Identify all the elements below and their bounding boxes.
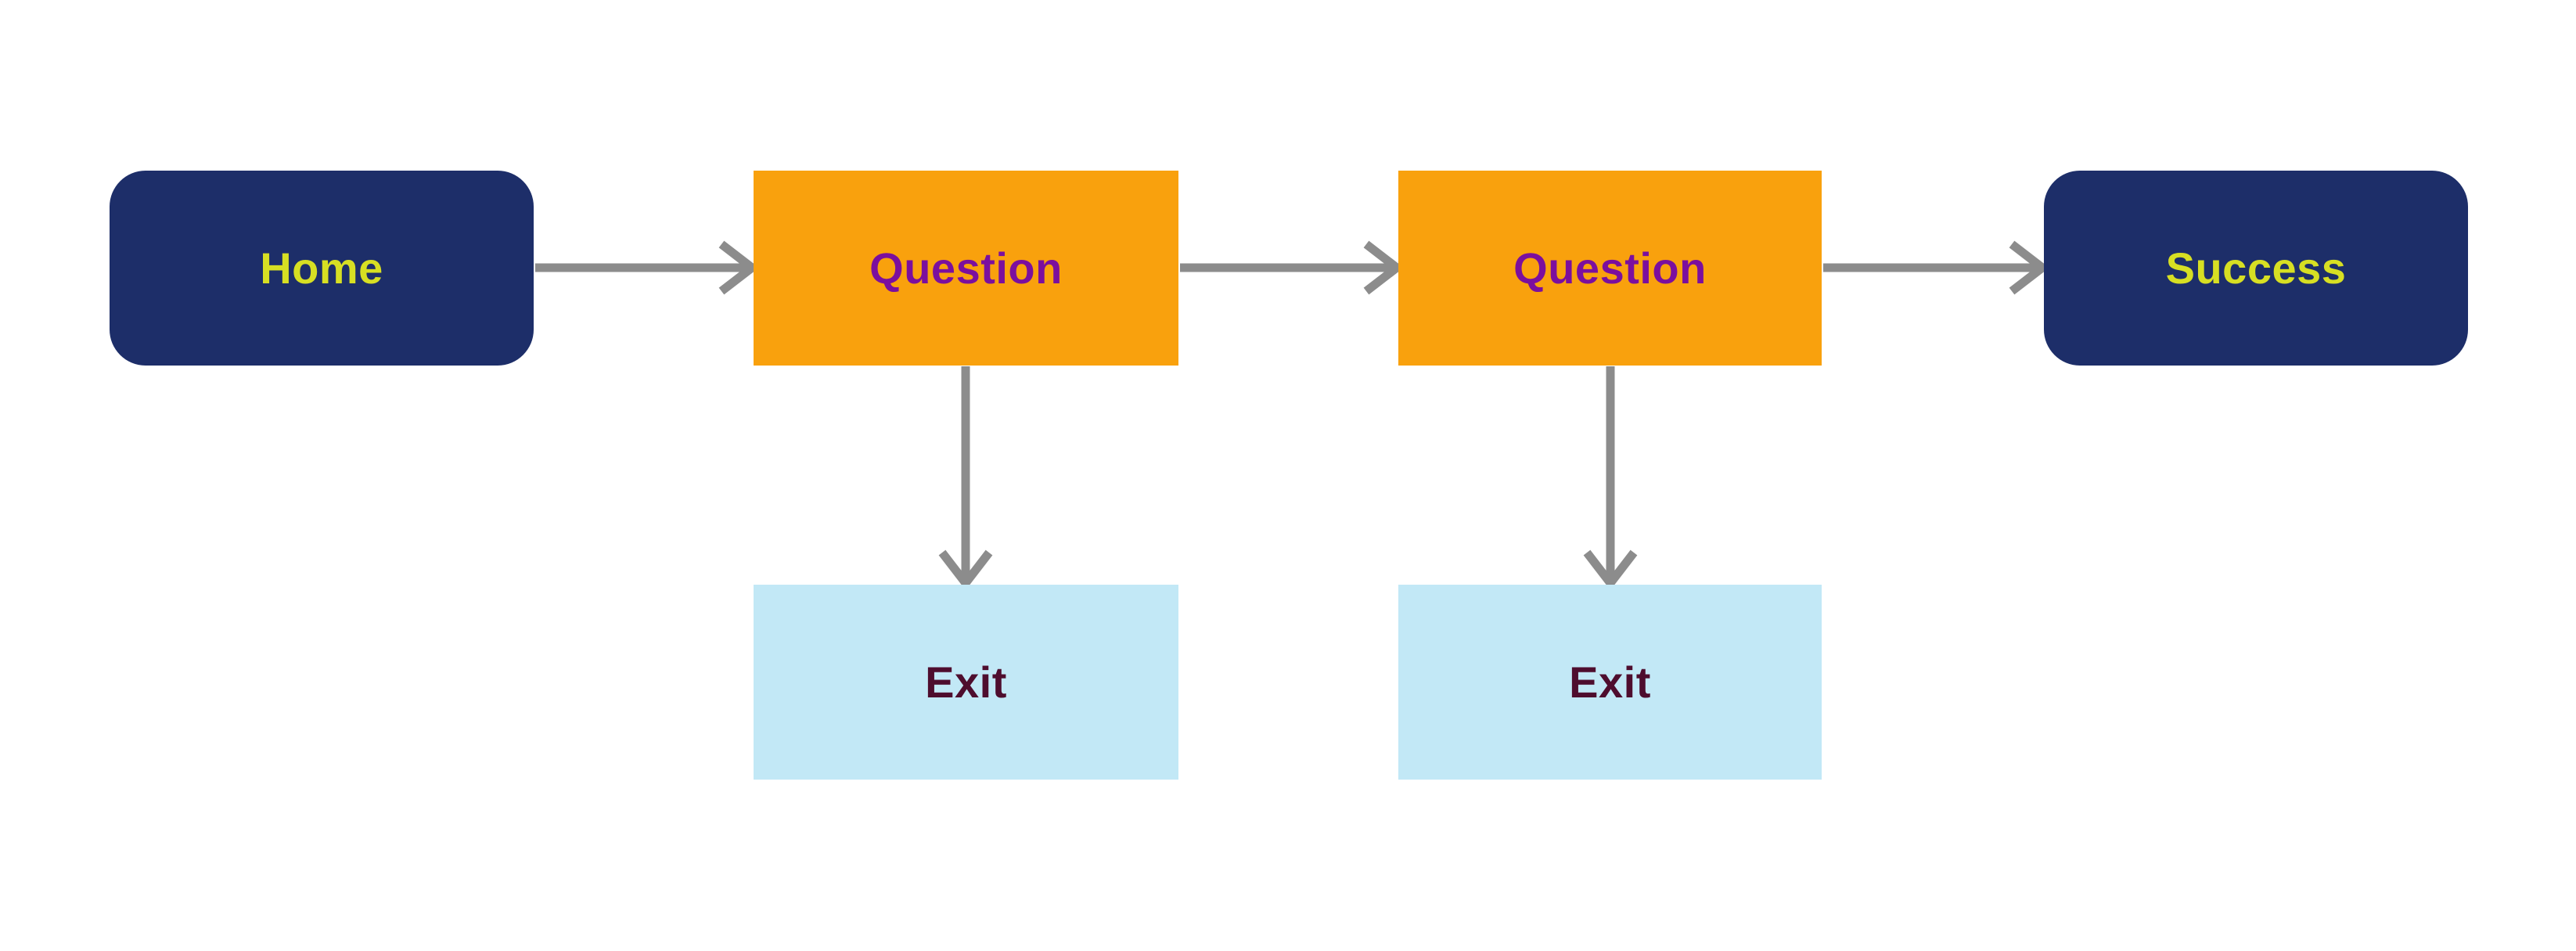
arrow-question-1-to-question-2: [1180, 240, 1405, 295]
arrow-question-2-to-success: [1823, 240, 2050, 295]
node-home: Home: [110, 171, 534, 366]
node-success: Success: [2044, 171, 2468, 366]
node-question-1: Question: [754, 171, 1178, 366]
arrow-home-to-question-1: [535, 240, 760, 295]
node-home-label: Home: [260, 243, 383, 293]
node-exit-1: Exit: [754, 585, 1178, 780]
node-success-label: Success: [2165, 243, 2347, 293]
arrow-question-2-to-exit-2: [1583, 366, 1638, 591]
node-question-2-label: Question: [1513, 243, 1707, 293]
node-exit-1-label: Exit: [925, 657, 1007, 707]
arrow-question-1-to-exit-1: [938, 366, 993, 591]
node-question-2: Question: [1398, 171, 1822, 366]
node-exit-2: Exit: [1398, 585, 1822, 780]
node-exit-2-label: Exit: [1569, 657, 1651, 707]
node-question-1-label: Question: [869, 243, 1063, 293]
